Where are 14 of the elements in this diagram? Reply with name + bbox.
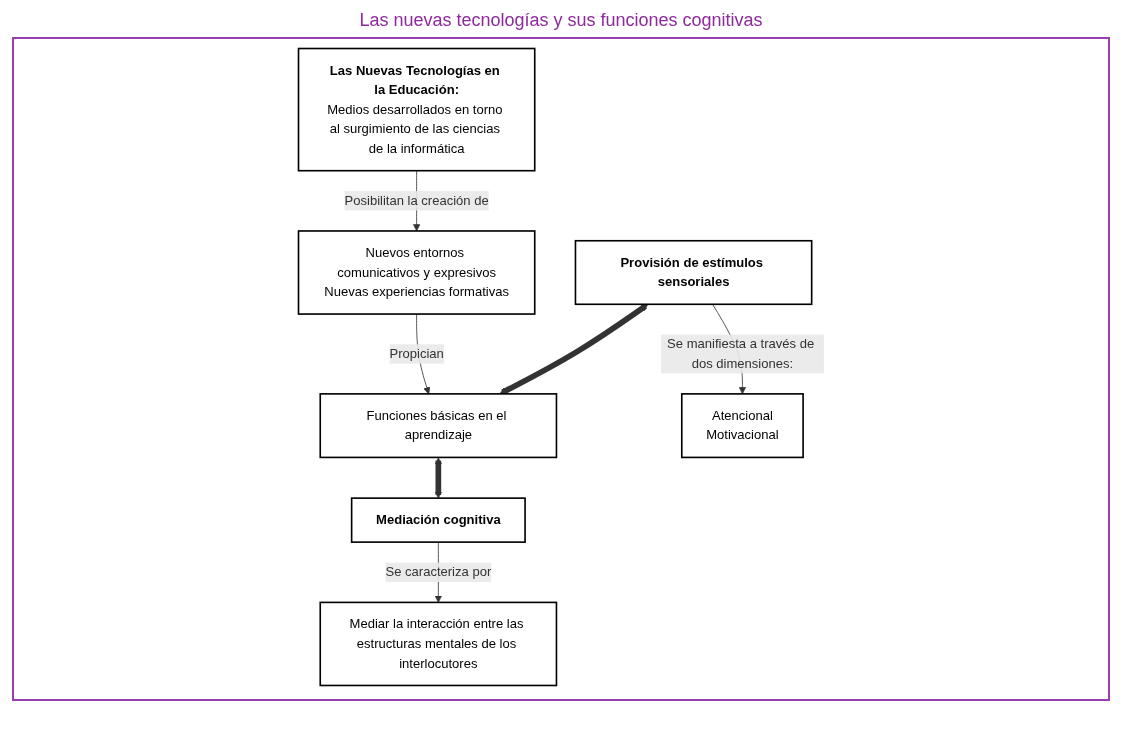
node-box: Funciones básicas en el aprendizaje [319,393,558,459]
arrow [434,457,442,499]
node-box: Mediar la interacción entre las estructuras mentales de los interlocutores [319,601,558,687]
arrow [499,303,648,395]
node-box: Mediación cognitiva [350,497,526,543]
node-box: Atencional Motivacional [680,393,804,459]
node-box: Las Nuevas Tecnologías en la Educación: Medios desarrollados en torno al surgimiento de las ciencias de la informática [297,47,536,172]
edge-label: Se manifiesta a través de dos dimensiones: [666,336,814,371]
edge-label: Propician [389,346,444,361]
node-box: Provisión de estímulos sensoriales [574,239,813,306]
node-box: Nuevos entornos comunicativos y expresivos Nuevas experiencias formativas [297,230,536,315]
edge-label: Posibilitan la creación de [344,193,489,208]
edge-label: Se caracteriza por [385,564,492,579]
diagram-title: Las nuevas tecnologías y sus funciones cognitivas [358,10,764,31]
